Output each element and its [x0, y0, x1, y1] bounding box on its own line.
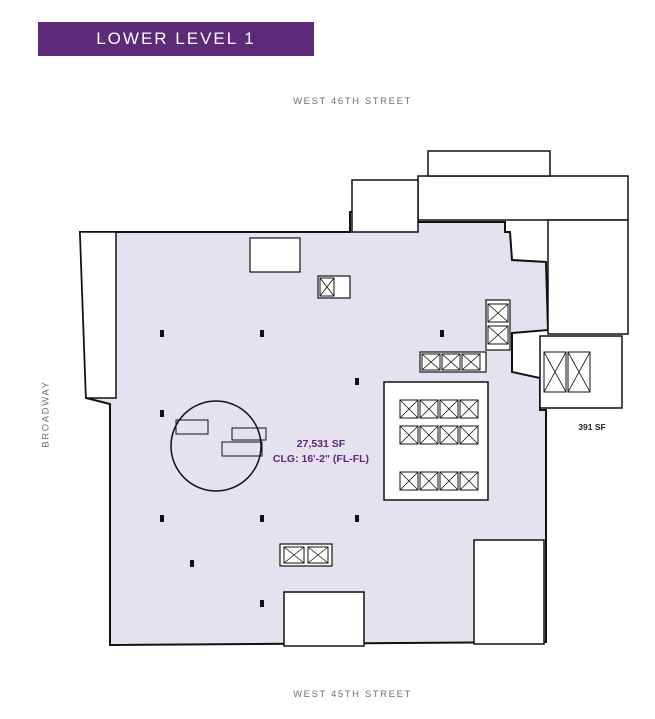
column	[260, 600, 264, 607]
elevator-cab	[459, 399, 479, 419]
column	[355, 515, 359, 522]
elevator-cab	[307, 546, 329, 564]
facade-strip-broadway	[79, 231, 117, 399]
stair-core-south	[283, 591, 365, 647]
elevator-cab	[487, 325, 509, 345]
elevator-cab	[399, 425, 419, 445]
column	[260, 515, 264, 522]
side-room-391sf	[539, 335, 623, 409]
elevator-cab	[459, 471, 479, 491]
service-block-northeast	[547, 219, 629, 335]
elevator-cab	[319, 277, 335, 297]
elevator-cab	[419, 471, 439, 491]
column	[355, 378, 359, 385]
escalator-right-lower	[221, 441, 263, 457]
elevator-cab	[283, 546, 305, 564]
escalator-atrium	[170, 400, 262, 492]
elevator-cab	[439, 399, 459, 419]
elevator-cabs	[283, 277, 591, 564]
level-title-banner: LOWER LEVEL 1	[38, 22, 314, 56]
elevator-bank-south	[279, 543, 333, 567]
escalator-left	[175, 419, 209, 435]
column	[160, 515, 164, 522]
elevator-cab	[421, 353, 441, 371]
elevator-cab	[439, 425, 459, 445]
structural-columns	[160, 330, 444, 607]
area-main-ceiling: CLG: 16'-2" (FL-FL)	[272, 453, 370, 465]
column	[440, 330, 444, 337]
column	[260, 330, 264, 337]
service-corridor-north	[417, 175, 629, 221]
elevator-cab	[439, 471, 459, 491]
column	[190, 560, 194, 567]
loading-dock	[427, 150, 551, 177]
elevator-cab	[487, 303, 509, 323]
escalator-right-upper	[231, 427, 267, 441]
stair-core-southeast	[473, 539, 545, 645]
elevator-cab	[419, 425, 439, 445]
elevator-cab	[441, 353, 461, 371]
elevator-cab	[543, 351, 567, 393]
column	[160, 410, 164, 417]
stair-core-north	[351, 179, 419, 233]
column	[160, 330, 164, 337]
stair-core-northwest	[249, 237, 301, 273]
street-label-north: WEST 46TH STREET	[293, 96, 412, 107]
elevator-cab	[461, 353, 481, 371]
level-title: LOWER LEVEL 1	[96, 29, 256, 48]
elevator-cab	[567, 351, 591, 393]
area-label-main: 27,531 SF CLG: 16'-2" (FL-FL)	[262, 437, 380, 467]
area-label-side: 391 SF	[578, 422, 606, 432]
area-main-sf: 27,531 SF	[296, 438, 346, 450]
elevator-cab	[459, 425, 479, 445]
elevator-cab	[419, 399, 439, 419]
elevator-cab	[399, 471, 419, 491]
street-label-south: WEST 45TH STREET	[293, 689, 412, 700]
elevator-bank-top	[419, 351, 487, 373]
elevator-cab	[399, 399, 419, 419]
